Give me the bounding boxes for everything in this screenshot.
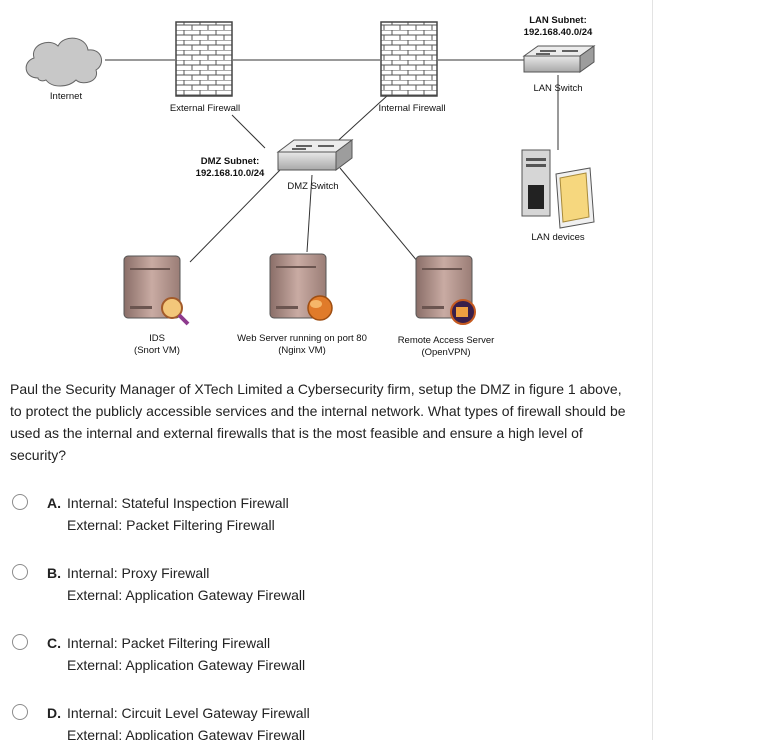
external-firewall-icon xyxy=(175,21,233,97)
link-dmzswitch-external xyxy=(231,114,266,149)
dmz-switch-label: DMZ Switch xyxy=(287,181,338,192)
network-diagram: Internet External Firewall Internal Fire… xyxy=(25,15,596,358)
option-b-radio[interactable] xyxy=(12,564,28,580)
link-dmzswitch-ids xyxy=(189,169,281,263)
ids-server-icon xyxy=(123,255,190,326)
option-d-line2: External: Application Gateway Firewall xyxy=(67,727,306,740)
internal-firewall-icon xyxy=(380,21,438,97)
option-b-line2: External: Application Gateway Firewall xyxy=(67,587,306,603)
option-d-radio[interactable] xyxy=(12,704,28,720)
cloud-icon xyxy=(25,37,103,87)
lan-subnet-value: 192.168.40.0/24 xyxy=(524,27,593,38)
ids-label-line1: IDS xyxy=(149,333,165,344)
option-d-letter: D. xyxy=(47,705,61,721)
option-c-radio[interactable] xyxy=(12,634,28,650)
remote-access-server-icon xyxy=(415,255,476,325)
web-label-line2: (Nginx VM) xyxy=(278,345,326,356)
option-c-letter: C. xyxy=(47,635,61,651)
dmz-switch-icon xyxy=(276,139,354,171)
option-c-line2: External: Application Gateway Firewall xyxy=(67,657,306,673)
internal-firewall-label: Internal Firewall xyxy=(378,103,445,114)
question-text: Paul the Security Manager of XTech Limit… xyxy=(10,381,626,463)
option-b-line1: Internal: Proxy Firewall xyxy=(67,565,210,581)
link-dmzswitch-internal xyxy=(329,94,389,149)
connection-lines xyxy=(105,59,559,263)
lan-subnet-title: LAN Subnet: xyxy=(529,15,587,26)
desktop-computer-icon xyxy=(521,149,595,229)
dmz-subnet-title: DMZ Subnet: xyxy=(201,156,260,167)
web-server-icon xyxy=(269,253,333,321)
link-dmzswitch-web xyxy=(306,174,313,253)
option-a-line1: Internal: Stateful Inspection Firewall xyxy=(67,495,289,511)
external-firewall-label: External Firewall xyxy=(170,103,240,114)
option-a-line2: External: Packet Filtering Firewall xyxy=(67,517,275,533)
remote-label-line2: (OpenVPN) xyxy=(421,347,470,358)
option-c-line1: Internal: Packet Filtering Firewall xyxy=(67,635,271,651)
option-b-letter: B. xyxy=(47,565,61,581)
option-a-radio[interactable] xyxy=(12,494,28,510)
internet-label: Internet xyxy=(50,91,83,102)
option-d-line1: Internal: Circuit Level Gateway Firewall xyxy=(67,705,310,721)
lan-switch-label: LAN Switch xyxy=(533,83,582,94)
lan-devices-label: LAN devices xyxy=(531,232,585,243)
dmz-subnet-value: 192.168.10.0/24 xyxy=(196,168,265,179)
link-dmzswitch-remote xyxy=(339,167,419,263)
option-a-letter: A. xyxy=(47,495,61,511)
lan-switch-icon xyxy=(522,45,596,73)
web-label-line1: Web Server running on port 80 xyxy=(237,333,367,344)
page-divider xyxy=(652,0,653,740)
remote-label-line1: Remote Access Server xyxy=(398,335,495,346)
ids-label-line2: (Snort VM) xyxy=(134,345,180,356)
